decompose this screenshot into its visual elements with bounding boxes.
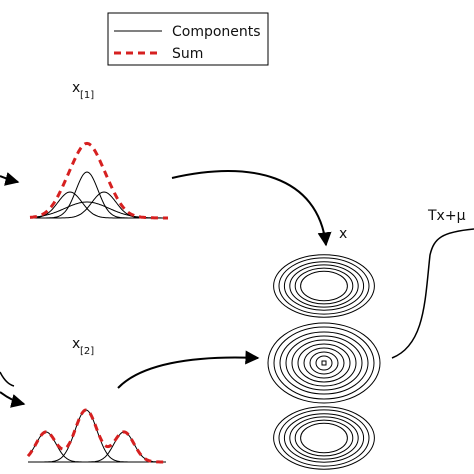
top-sum-curve [29, 141, 168, 220]
label-x1-base: x [72, 80, 80, 96]
legend-components-label: Components [172, 24, 261, 40]
contour-lobe-2-level-6 [297, 343, 351, 383]
contour-lobe-2-level-8 [309, 351, 339, 375]
top-mixture-plot [29, 141, 168, 220]
contour-lobe-1-level-2 [278, 257, 370, 315]
contour-center-mark [321, 360, 327, 366]
contour-lobe-2-level-2 [273, 326, 375, 400]
joint-density-contours [267, 254, 381, 470]
contour-lobe-1-level-3 [283, 261, 365, 311]
label-x2-base: x [72, 336, 80, 352]
contour-lobe-3-level-4 [289, 416, 359, 460]
bottom-mixture-plot [26, 408, 166, 464]
contour-lobe-2-level-4 [285, 335, 363, 391]
label-transform: Tx+μ [427, 208, 466, 224]
curve-to-transform [391, 228, 474, 359]
contour-lobe-3-level-2 [278, 409, 370, 467]
bottom-component-3 [28, 431, 166, 463]
label-x2-sub: [2] [80, 346, 94, 357]
contour-lobe-3-level-1 [273, 406, 375, 470]
contour-lobe-2-level-7 [303, 347, 345, 379]
label-x2: x [2] [72, 336, 94, 357]
contour-lobe-1-level-5 [294, 267, 354, 305]
arrow-left-top [0, 172, 20, 186]
bottom-component-1 [27, 431, 166, 463]
contour-lobe-1-level-6 [300, 270, 348, 302]
contour-lobe-2-level-9 [315, 355, 333, 371]
contour-lobe-2-level-3 [279, 331, 369, 395]
contour-lobe-2-level-5 [291, 339, 357, 387]
contour-lobe-3-level-3 [283, 413, 365, 463]
legend-box [107, 12, 269, 66]
legend: Components Sum [107, 12, 269, 66]
arrow-bottom-to-x [117, 350, 260, 389]
bottom-sum-curve [26, 408, 166, 464]
arrow-top-to-x [171, 170, 332, 247]
contour-lobe-1-level-4 [289, 264, 359, 308]
contour-lobe-1-level-1 [273, 254, 375, 318]
curve-left-mid [0, 371, 15, 387]
legend-sum-label: Sum [172, 46, 203, 62]
label-x1: x [1] [72, 80, 94, 101]
arrow-left-bottom [0, 391, 26, 408]
contour-lobe-2-level-1 [267, 322, 381, 404]
label-x1-sub: [1] [80, 90, 94, 101]
bottom-component-2 [28, 409, 166, 463]
contour-lobe-3-level-6 [300, 422, 348, 454]
label-x: x [339, 226, 347, 242]
contour-lobe-3-level-5 [294, 419, 354, 457]
top-component-4 [30, 201, 168, 219]
